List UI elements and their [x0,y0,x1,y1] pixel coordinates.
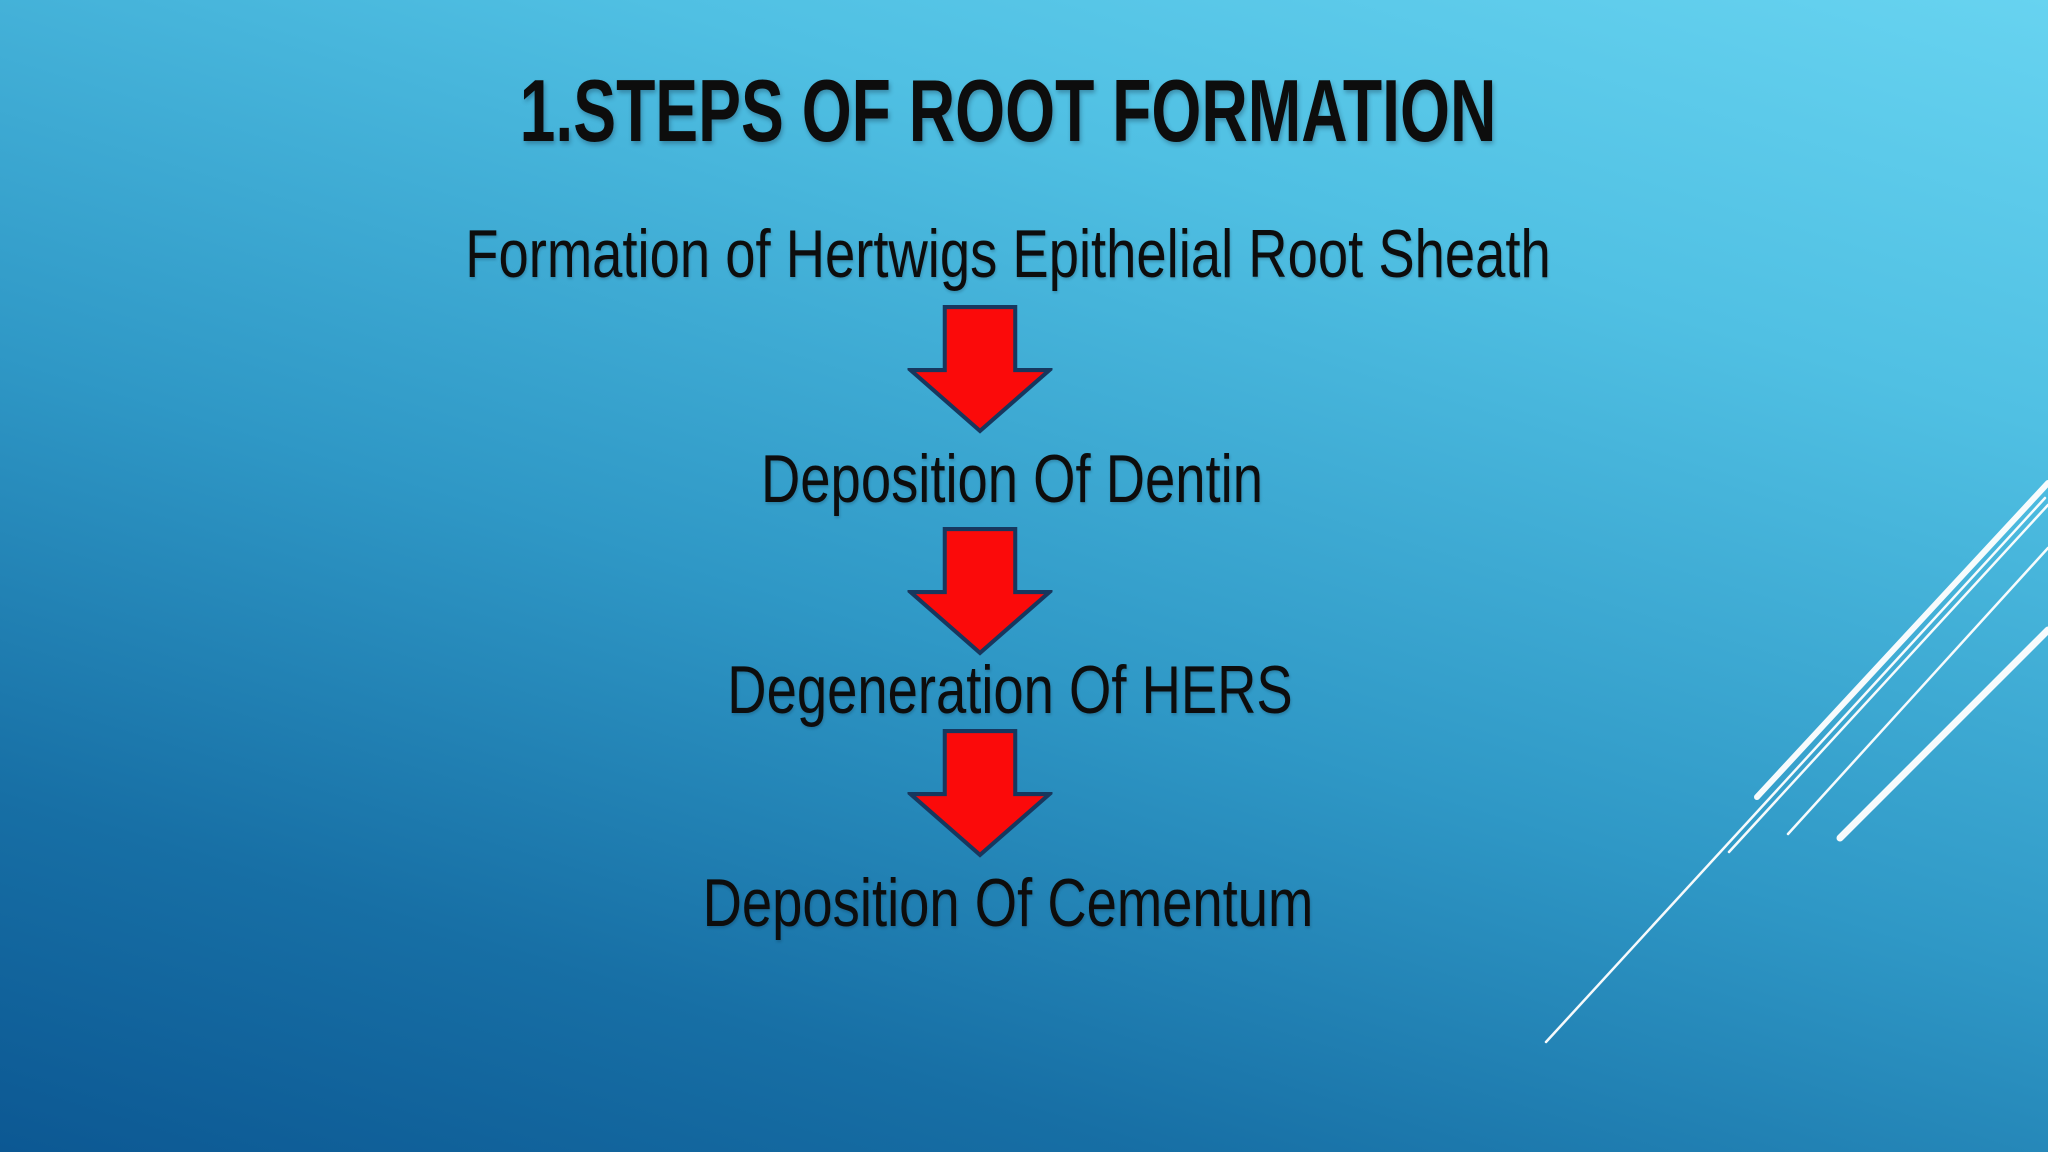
diagonal-line [1754,480,2048,800]
slide-title-text: 1.STEPS OF ROOT FORMATION [519,61,1497,160]
diagonal-line [1727,503,2048,854]
slide-title: 1.STEPS OF ROOT FORMATION [520,67,1497,155]
down-arrow-icon [907,305,1053,434]
down-arrow-icon [907,527,1053,656]
diagonal-line [1544,496,2047,1044]
down-arrow-icon [907,729,1053,858]
flow-step-degeneration-of-hers: Degeneration Of HERS [727,652,1293,728]
flow-step-formation-of-hers: Formation of Hertwigs Epithelial Root Sh… [465,216,1551,292]
flow-step-deposition-of-cementum: Deposition Of Cementum [702,865,1314,941]
diagonal-line [1786,546,2048,836]
flow-step-deposition-of-dentin: Deposition Of Dentin [761,441,1263,517]
diagonal-line [1836,626,2048,842]
